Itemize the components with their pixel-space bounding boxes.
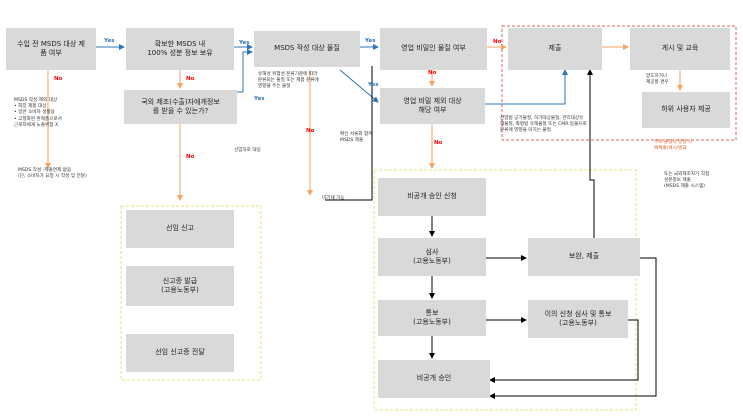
trade-secret-approval-region <box>373 169 637 411</box>
no-label: No <box>186 154 195 160</box>
omission-allowed-note: 미기재 가능 <box>322 196 345 201</box>
yes-label: Yes <box>104 38 115 44</box>
no-label: No <box>434 140 443 146</box>
objection-review-box: 이의 신청 심사 및 통보 (고용노동부) <box>528 300 628 338</box>
submission-region <box>501 25 737 141</box>
supplement-submit-box: 보완, 제출 <box>528 238 640 276</box>
no-exemption-note: MSDS 작성 -제출면제 없음 (단, 소비자가 요청 시 작성 및 전달) <box>18 168 87 180</box>
appointment-report-box: 선임 신고 <box>126 210 234 248</box>
review-box: 심사 (고용노동부) <box>378 238 486 276</box>
downstream-user-box: 하위 사용자 제공 <box>642 92 730 128</box>
change-notice-note: 주로 물질시 발생 시 매체출/게시/발표 <box>654 140 693 152</box>
notification-box: 통보 (고용노동부) <box>378 300 486 336</box>
direct-submission-note: 또는 국외제조자가 직접 성분정보 제출 (MSDS 제출 시스템) <box>664 172 710 190</box>
overseas-manufacturer-info-box: 국외 제조(수출)자에게정보 를 받을 수 있는가? <box>124 90 237 124</box>
trade-secret-exclusion-box: 영업 비밀 제외 대상 해당 여부 <box>380 88 485 124</box>
post-and-educate-box: 게시 및 교육 <box>630 28 730 70</box>
classification-criteria-note: 유해성 위험성 분류기준에 따라 분류되는 물질 또는 제품 분류에 영향을 주… <box>258 72 319 90</box>
no-label: No <box>54 76 63 82</box>
full-ingredient-info-box: 확보한 MSDS 내 100% 성분 정보 보유 <box>126 28 234 70</box>
yes-label: Yes <box>368 82 379 88</box>
certificate-issue-box: 신고증 발급 (고용노동부) <box>126 266 234 306</box>
trade-secret-check-box: 영업 비밀인 물질 여부 <box>380 28 487 70</box>
documents-submit-note: 확인 서류와 함께 MSDS 제출 <box>340 132 373 144</box>
excluded-substances-note: 산업법 공기물질, 허가대상물질, 관리대상유 해물질, 화평법 유해물질 또는… <box>500 116 587 134</box>
transfer-provide-note: 양도하거나 제공할 경우 <box>646 74 669 86</box>
msds-exclusion-note: MSDS 작성 제외 대상 • 화장 제품 대상 • 일반 소비자 생활용 • … <box>14 98 62 128</box>
submit-box: 제출 <box>508 28 602 70</box>
representative-appointment-region <box>120 205 262 381</box>
yes-label: Yes <box>239 40 250 46</box>
yes-label: Yes <box>365 38 376 44</box>
yes-label: Yes <box>254 96 265 102</box>
certificate-delivery-box: 선임 신고증 전달 <box>126 334 234 372</box>
no-label: No <box>186 76 195 82</box>
no-label: No <box>493 39 502 45</box>
non-disclosure-application-box: 비공개 승인 신청 <box>378 178 486 216</box>
import-msds-target-box: 수입 전 MSDS 대상 제 품 여부 <box>6 28 96 70</box>
non-disclosure-approval-box: 비공개 승인 <box>378 360 490 398</box>
no-label: No <box>428 70 437 76</box>
no-label: No <box>306 128 315 134</box>
msds-target-substance-box: MSDS 작성 대상 물질 <box>254 31 360 67</box>
representative-note: 선임자로 대응 <box>234 148 261 153</box>
